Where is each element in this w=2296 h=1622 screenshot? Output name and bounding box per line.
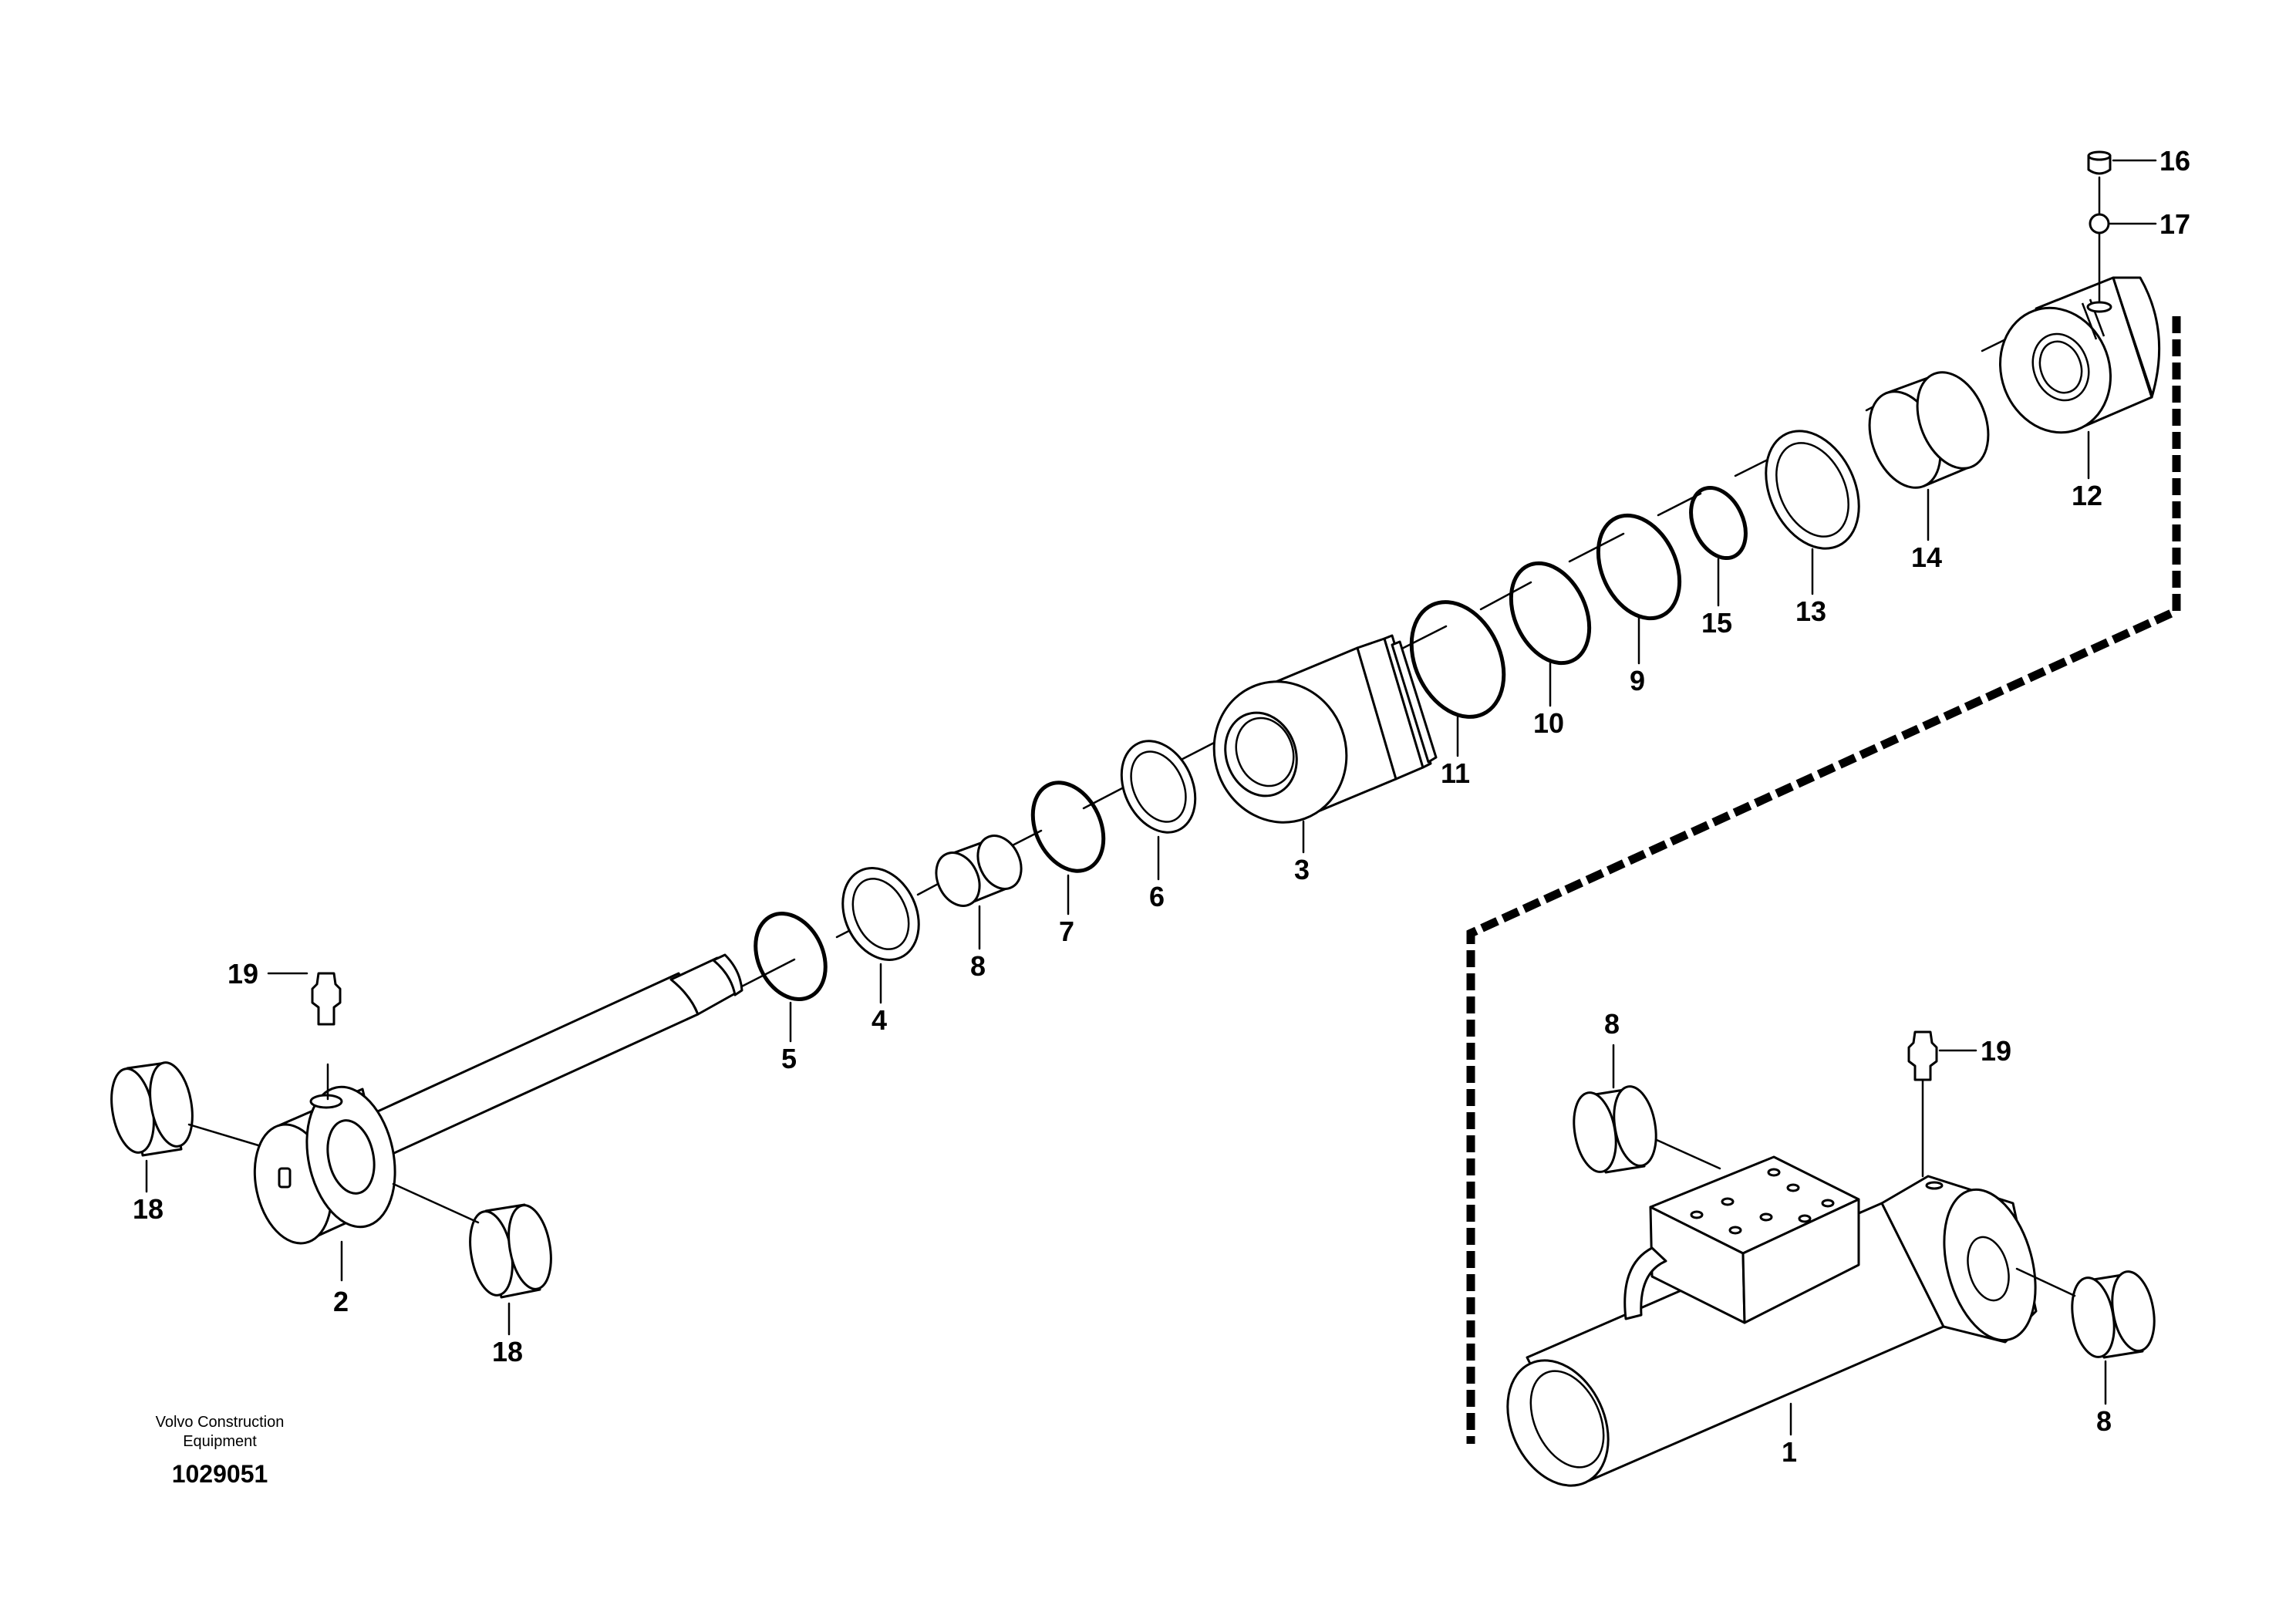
part-10-seal [1509, 561, 1592, 707]
caption-line-1: Volvo Construction [156, 1414, 285, 1431]
label-9: 9 [1630, 665, 1645, 696]
part-14-guide-ring [1868, 371, 1990, 541]
label-16: 16 [2159, 145, 2190, 177]
label-8a: 8 [970, 950, 986, 982]
part-4-wiper-ring [841, 867, 920, 1004]
part-8-bushing [935, 835, 1023, 950]
label-7: 7 [1059, 916, 1074, 947]
part-19-grease-nipple-right [1907, 1030, 1977, 1178]
part-2-rod-eye [253, 953, 743, 1245]
label-4: 4 [872, 1004, 887, 1036]
part-8-bushing-upper-right [1573, 1044, 1721, 1174]
part-3-cylinder-head [1212, 634, 1438, 854]
part-17-ball [2089, 213, 2157, 234]
label-11: 11 [1441, 757, 1470, 789]
manufacturer-caption: Volvo Construction Equipment 1029051 [156, 1414, 285, 1488]
label-8b: 8 [1604, 1008, 1620, 1040]
part-5-seal [754, 912, 828, 1043]
part-16-plug [2087, 150, 2157, 216]
label-18a: 18 [133, 1193, 164, 1225]
label-15: 15 [1701, 607, 1732, 639]
label-14: 14 [1911, 541, 1942, 573]
label-8c: 8 [2096, 1405, 2112, 1437]
document-number: 1029051 [172, 1460, 268, 1488]
label-10: 10 [1533, 707, 1564, 739]
part-9-seal [1596, 513, 1682, 665]
part-13-backup-ring [1765, 430, 1860, 595]
label-19a: 19 [228, 958, 258, 990]
caption-line-2: Equipment [183, 1433, 257, 1450]
part-8-bushing-lower-right [2015, 1267, 2156, 1405]
label-18b: 18 [492, 1336, 523, 1367]
label-17: 17 [2159, 208, 2190, 240]
label-2: 2 [333, 1286, 349, 1317]
label-19b: 19 [1981, 1035, 2011, 1067]
label-5: 5 [781, 1043, 797, 1074]
part-6-ring [1120, 740, 1197, 881]
part-15-o-ring [1689, 485, 1748, 607]
label-13: 13 [1795, 595, 1826, 627]
part-18-bushing-lower [392, 1182, 552, 1336]
label-3: 3 [1294, 854, 1310, 885]
dashed-detail-bracket [1466, 316, 2181, 1444]
part-18-bushing-upper [110, 1061, 260, 1193]
part-12-piston [1998, 222, 2161, 480]
part-1-cylinder-tube [1506, 1155, 2038, 1487]
label-1: 1 [1782, 1436, 1797, 1468]
part-19-grease-nipple-left [267, 972, 342, 1101]
label-12: 12 [2072, 480, 2102, 511]
part-11-seal [1409, 600, 1506, 757]
label-6: 6 [1149, 881, 1165, 912]
part-7-seal [1030, 781, 1106, 916]
part-labels: 1 2 3 4 5 6 7 8 8 8 9 10 11 12 13 14 15 … [133, 145, 2190, 1468]
